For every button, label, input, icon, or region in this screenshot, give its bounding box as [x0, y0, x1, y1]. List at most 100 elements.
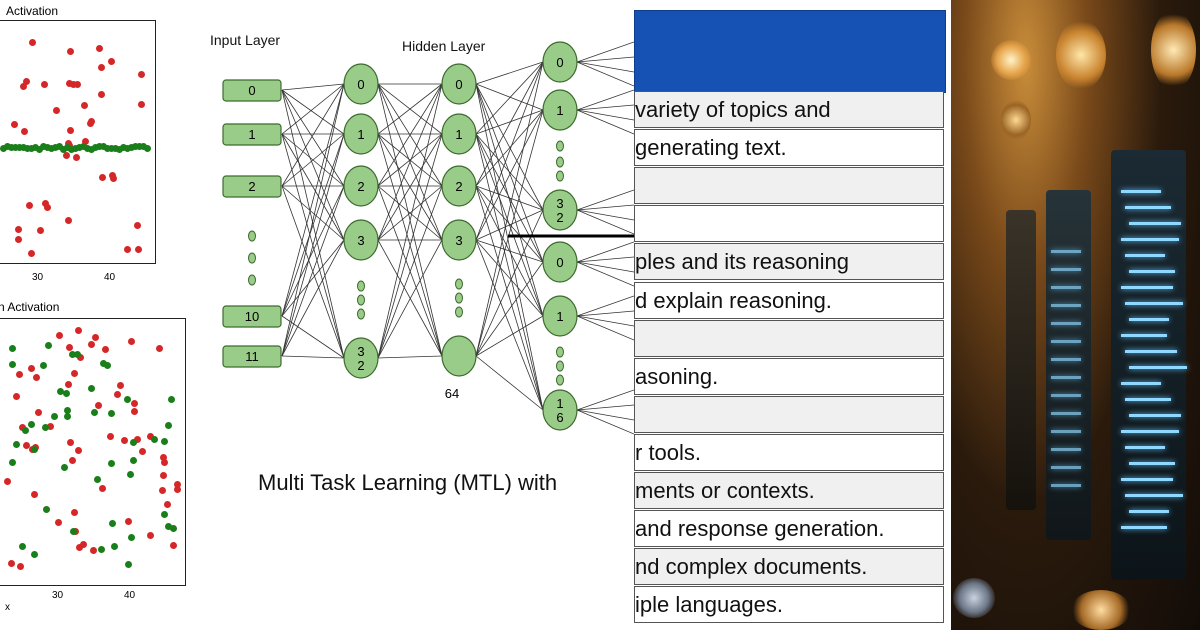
scatter-point [98, 91, 106, 99]
connection-edge [576, 256, 634, 263]
rack-indicator-light [1129, 270, 1175, 273]
connection-edge [475, 109, 544, 241]
scatter-point [63, 407, 71, 415]
connection-edge [281, 133, 345, 317]
hidden1-node [343, 165, 379, 207]
connection-edge [377, 185, 443, 241]
connection-edge [281, 133, 345, 241]
scatter-point [32, 143, 39, 151]
scatter-point [44, 144, 51, 152]
rack-indicator-light [1125, 302, 1183, 305]
scatter-point [131, 399, 139, 407]
scatter-point [124, 145, 131, 153]
ellipsis-dot [455, 306, 463, 318]
hidden2-node [441, 335, 477, 377]
connection-edge [576, 310, 634, 317]
connection-edge [281, 89, 345, 135]
connection-edge [576, 56, 634, 63]
scatter-point [131, 407, 139, 415]
connection-edge [475, 355, 544, 411]
scatter-point [155, 345, 163, 353]
scatter-point [128, 143, 135, 151]
connection-edge [281, 133, 345, 187]
scatter-point [24, 145, 31, 153]
scatter-point [107, 432, 115, 440]
scatter-point [56, 388, 64, 396]
scatter-point [65, 139, 73, 147]
server-room-image [951, 0, 1200, 630]
rack-indicator-light [1125, 206, 1171, 209]
connection-edge [475, 109, 544, 357]
rack-indicator-light [1121, 238, 1179, 241]
scatter-point [56, 143, 63, 151]
scatter-point [47, 423, 55, 431]
connection-edge [377, 133, 443, 187]
connection-edge [281, 89, 345, 187]
input-node [222, 305, 282, 328]
scatter-point [128, 337, 136, 345]
connection-edge [475, 109, 544, 135]
connection-edge [377, 83, 443, 135]
scatter-point [65, 381, 73, 389]
rack-indicator-light [1051, 250, 1081, 253]
ellipsis-dot [556, 346, 564, 358]
scatter-point [7, 560, 15, 568]
hidden2-node [441, 219, 477, 261]
top-plot-frame [0, 20, 156, 264]
scatter-point [39, 362, 47, 370]
scatter-point [96, 143, 103, 151]
ellipsis-dot [556, 140, 564, 152]
scatter-point [109, 519, 117, 527]
scatter-point [135, 246, 143, 254]
connection-edge [576, 204, 634, 211]
scatter-point [28, 145, 35, 153]
scatter-point [65, 343, 73, 351]
scatter-point [146, 531, 154, 539]
rack-indicator-light [1051, 484, 1081, 487]
connection-edge [576, 261, 634, 273]
connection-edge [576, 261, 634, 287]
scatter-point [165, 421, 173, 429]
scatter-point [72, 154, 80, 162]
input-node [222, 345, 282, 368]
scatter-point [130, 439, 138, 447]
scatter-point [68, 457, 76, 465]
connection-edge [281, 185, 345, 317]
scatter-point [96, 45, 104, 53]
table-row [634, 205, 944, 243]
scatter-point [144, 144, 151, 152]
ellipsis-dot [556, 374, 564, 386]
scatter-point [31, 550, 39, 558]
connection-edge [475, 109, 544, 187]
connection-edge [281, 315, 345, 359]
scatter-point [45, 342, 53, 350]
scatter-point [20, 82, 28, 90]
scatter-point [8, 143, 15, 151]
scatter-point [52, 144, 59, 152]
connection-edge [475, 83, 544, 211]
scatter-point [137, 101, 145, 109]
scatter-point [124, 517, 132, 525]
task1-node [542, 189, 578, 231]
connection-edge [576, 295, 634, 317]
connection-edge [281, 89, 345, 241]
task2-node [542, 295, 578, 337]
hidden2-node-label: 0 [455, 77, 462, 92]
connection-edge [475, 315, 544, 357]
scatter-point [160, 510, 168, 518]
scatter-point [14, 225, 22, 233]
input-node [222, 123, 282, 146]
input-node-label: 11 [245, 349, 259, 364]
x-axis-label: x [5, 602, 10, 613]
scatter-point [132, 143, 139, 151]
bottom-plot-frame [0, 318, 186, 586]
ceiling-light [1056, 20, 1106, 90]
scatter-point [63, 413, 71, 421]
scatter-point [161, 437, 169, 445]
scatter-point [4, 477, 12, 485]
connection-edge [281, 355, 345, 359]
scatter-point [89, 547, 97, 555]
scatter-point [60, 145, 67, 153]
table-row: generating text. [634, 129, 944, 167]
